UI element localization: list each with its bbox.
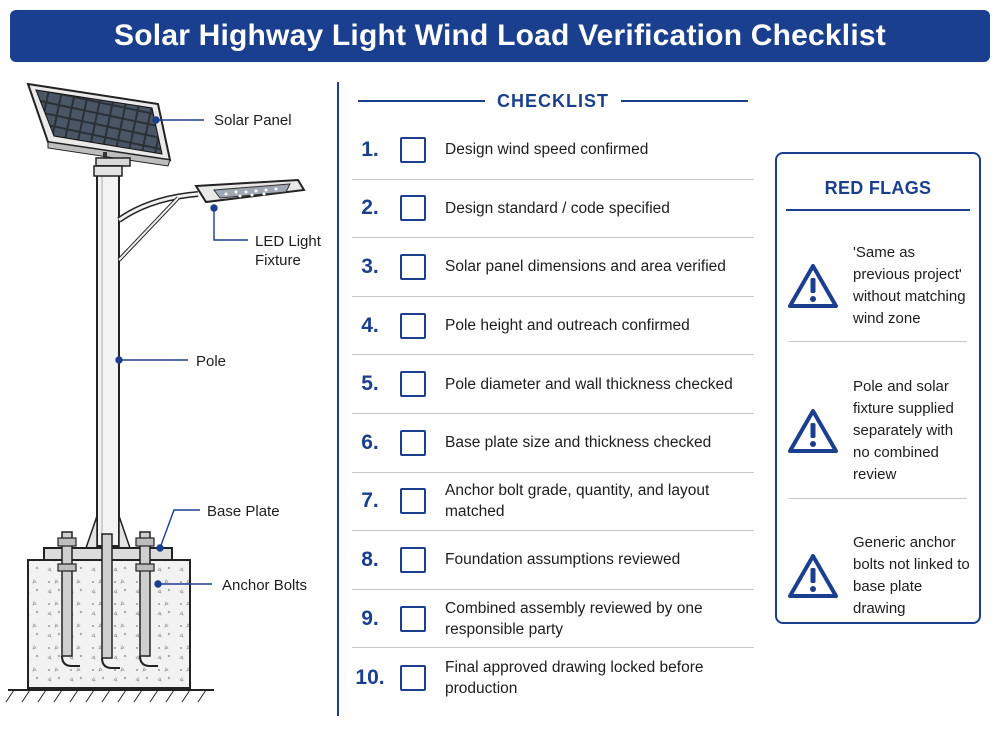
checkbox[interactable] xyxy=(400,429,426,456)
checklist-item: 4. Pole height and outreach confirmed xyxy=(352,297,754,356)
checklist-heading: CHECKLIST xyxy=(497,90,609,111)
checkbox[interactable] xyxy=(400,195,426,222)
red-flags-heading: RED FLAGS xyxy=(824,178,932,198)
leader-lines xyxy=(115,116,248,588)
item-number: 1. xyxy=(361,137,379,161)
item-number: 9. xyxy=(361,606,379,630)
solar-light-diagram: Solar Panel LED Light Fixture Pole Base … xyxy=(0,70,330,720)
item-text: Foundation assumptions reviewed xyxy=(445,551,681,569)
item-number: 10. xyxy=(355,665,385,689)
label-led-fixture-line2: Fixture xyxy=(255,252,301,269)
item-text: Anchor bolt grade, quantity, and layout … xyxy=(445,482,710,521)
checklist-item: 1. Design wind speed confirmed xyxy=(352,121,754,180)
item-number: 6. xyxy=(361,430,379,454)
item-text: Combined assembly reviewed by one respon… xyxy=(445,599,703,638)
solar-panel-shape xyxy=(26,82,172,170)
checklist-header: CHECKLIST xyxy=(358,88,748,114)
label-led-fixture-line1: LED Light xyxy=(255,233,321,250)
checkbox[interactable] xyxy=(400,664,426,691)
checklist-item: 7. Anchor bolt grade, quantity, and layo… xyxy=(352,473,754,532)
label-pole: Pole xyxy=(196,353,227,370)
red-flags-panel: RED FLAGS 'Same as previous project' wit… xyxy=(775,152,981,624)
item-number: 7. xyxy=(361,489,379,513)
checkbox[interactable] xyxy=(400,253,426,280)
item-text: Base plate size and thickness checked xyxy=(445,434,712,452)
checklist-item: 2. Design standard / code specified xyxy=(352,180,754,239)
item-number: 2. xyxy=(361,196,379,220)
pole-assembly-illustration xyxy=(5,82,306,703)
label-solar-panel: Solar Panel xyxy=(214,112,292,129)
red-flag-item: Generic anchor bolts not linked to base … xyxy=(787,532,973,620)
item-text: Solar panel dimensions and area verified xyxy=(445,258,726,276)
item-number: 8. xyxy=(361,547,379,571)
anchor-bolts-shape xyxy=(57,531,158,669)
label-anchor-bolts: Anchor Bolts xyxy=(222,577,308,594)
item-text: Design standard / code specified xyxy=(445,199,670,217)
led-fixture-shape xyxy=(117,178,306,262)
title-banner: Solar Highway Light Wind Load Verificati… xyxy=(10,10,990,62)
item-text: Design wind speed confirmed xyxy=(445,141,649,159)
checkbox[interactable] xyxy=(400,605,426,632)
item-number: 4. xyxy=(361,313,379,337)
checklist-item: 10. Final approved drawing locked before… xyxy=(352,648,754,707)
checkbox[interactable] xyxy=(400,546,426,573)
warning-triangle-icon xyxy=(788,554,838,598)
red-flag-text: 'Same as previous project' without match… xyxy=(853,244,966,327)
red-flag-item: Pole and solar fixture supplied separate… xyxy=(787,376,973,486)
checklist-item: 3. Solar panel dimensions and area verif… xyxy=(352,238,754,297)
warning-triangle-icon xyxy=(788,264,838,308)
checkbox[interactable] xyxy=(400,136,426,163)
checklist-item: 5. Pole diameter and wall thickness chec… xyxy=(352,355,754,414)
checklist-items: 1. Design wind speed confirmed 2. Design… xyxy=(352,121,754,707)
item-number: 5. xyxy=(361,372,379,396)
vertical-divider xyxy=(337,82,339,716)
red-flag-text: Pole and solar fixture supplied separate… xyxy=(853,378,954,483)
checklist-item: 6. Base plate size and thickness checked xyxy=(352,414,754,473)
checklist-item: 8. Foundation assumptions reviewed xyxy=(352,531,754,590)
warning-triangle-icon xyxy=(788,409,838,453)
item-text: Final approved drawing locked before pro… xyxy=(445,658,704,697)
pole-shape xyxy=(93,165,123,547)
checkbox[interactable] xyxy=(400,488,426,515)
checklist-item: 9. Combined assembly reviewed by one res… xyxy=(352,590,754,649)
item-number: 3. xyxy=(361,254,379,278)
item-text: Pole height and outreach confirmed xyxy=(445,317,690,335)
label-base-plate: Base Plate xyxy=(207,503,280,520)
page-title: Solar Highway Light Wind Load Verificati… xyxy=(114,19,886,52)
checkbox[interactable] xyxy=(400,312,426,339)
red-flag-text: Generic anchor bolts not linked to base … xyxy=(853,534,970,617)
item-text: Pole diameter and wall thickness checked xyxy=(445,375,733,393)
red-flag-item: 'Same as previous project' without match… xyxy=(787,242,973,330)
checkbox[interactable] xyxy=(400,371,426,398)
